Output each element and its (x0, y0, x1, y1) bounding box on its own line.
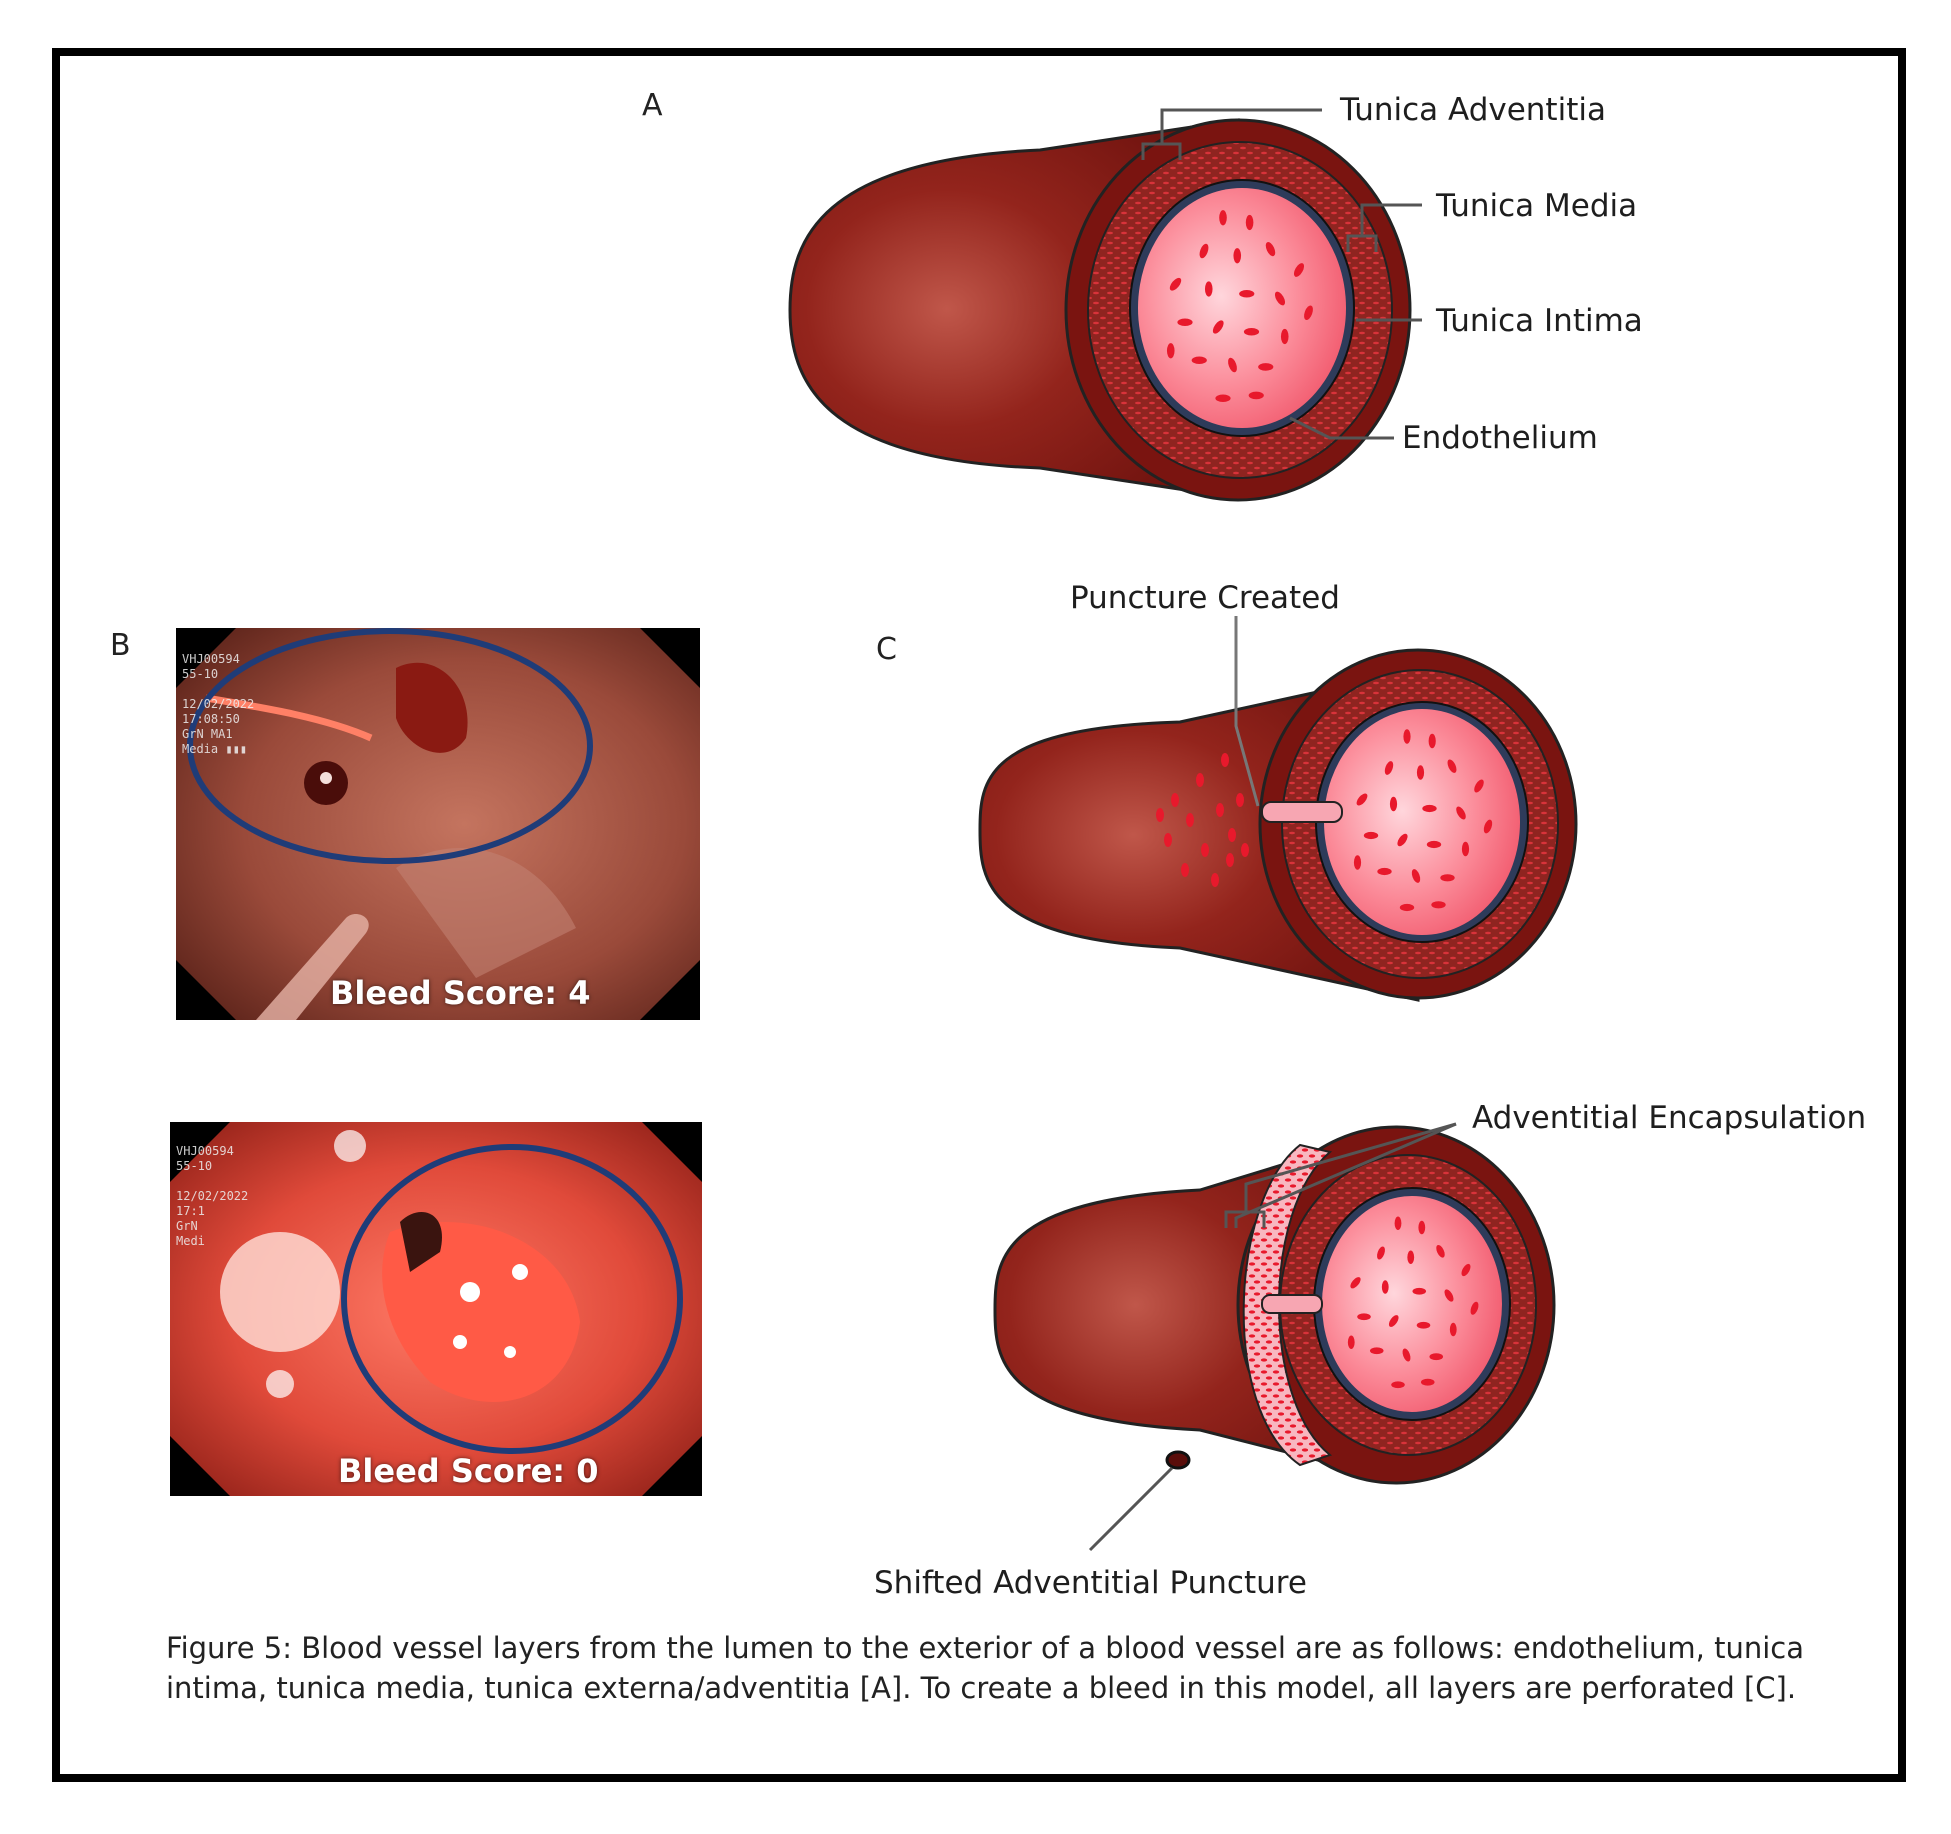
label-shifted-adventitial-puncture: Shifted Adventitial Puncture (874, 1565, 1307, 1601)
vessel-c-bottom (993, 1125, 1556, 1485)
panel-letter-a: A (642, 88, 663, 123)
overlay-text-top: VHJ00594 55-10 12/02/2022 17:08:50 GrN M… (182, 652, 255, 756)
label-tunica-media: Tunica Media (1436, 188, 1638, 224)
label-endothelium: Endothelium (1402, 420, 1598, 456)
marker-circle-top (187, 628, 593, 864)
marker-circle-bottom (341, 1144, 683, 1454)
vessel-a (788, 118, 1412, 502)
figure-caption: Figure 5: Blood vessel layers from the l… (166, 1631, 1805, 1705)
leaders-c-bottom (1088, 1122, 1457, 1552)
label-puncture-created: Puncture Created (1070, 580, 1340, 616)
endoscopy-photo-top: VHJ00594 55-10 12/02/2022 17:08:50 GrN M… (176, 628, 700, 1020)
panel-letter-b: B (110, 628, 131, 663)
leader-puncture-created (1234, 616, 1260, 807)
bleed-score-top: Bleed Score: 4 (330, 974, 591, 1012)
endoscopy-photo-bottom: VHJ00594 55-10 12/02/2022 17:1 GrN Medi … (170, 1122, 702, 1496)
overlay-text-bottom: VHJ00594 55-10 12/02/2022 17:1 GrN Medi (176, 1144, 249, 1248)
vessel-c-top (978, 648, 1578, 1002)
endoscopy-scene-bottom (170, 1122, 702, 1496)
endoscopy-scene-top (176, 628, 700, 1020)
label-adventitial-encapsulation: Adventitial Encapsulation (1472, 1100, 1867, 1136)
label-tunica-intima: Tunica Intima (1436, 303, 1643, 339)
leaders-a (1141, 108, 1422, 440)
label-tunica-adventitia: Tunica Adventitia (1340, 92, 1606, 128)
bleed-score-bottom: Bleed Score: 0 (338, 1452, 599, 1490)
panel-letter-c: C (876, 632, 897, 667)
